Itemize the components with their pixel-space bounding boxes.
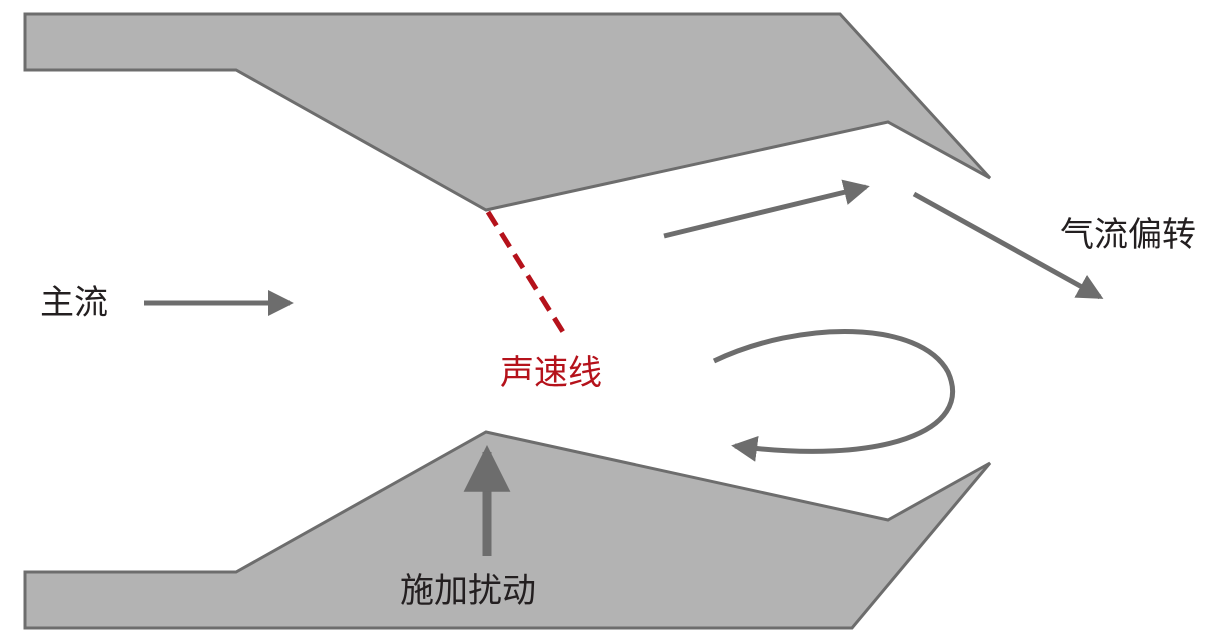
disturbance-label: 施加扰动 (400, 571, 536, 611)
main-flow-label: 主流 (40, 283, 108, 323)
upper-stream-arrow (663, 179, 870, 239)
upper-nozzle-wall (23, 12, 992, 212)
flow-deflection-arrow (912, 191, 1104, 300)
recirculation-vortex-arrow (712, 329, 956, 462)
sonic-line (485, 210, 566, 334)
flow-deflection-label: 气流偏转 (1060, 215, 1196, 255)
lower-nozzle-wall (23, 430, 992, 630)
sonic-line-label: 声速线 (500, 353, 602, 393)
